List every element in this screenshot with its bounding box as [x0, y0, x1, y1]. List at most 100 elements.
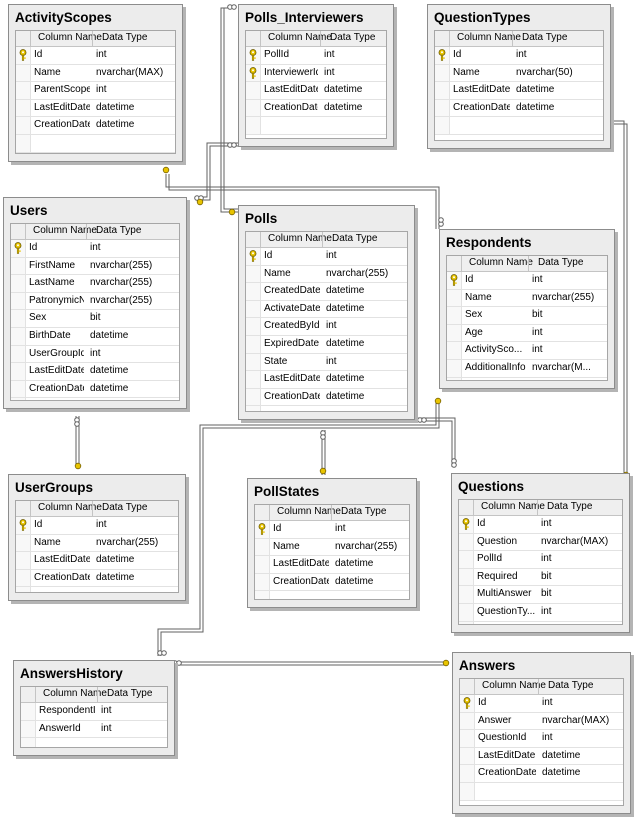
row-selector[interactable] — [16, 534, 31, 552]
row-selector[interactable] — [11, 327, 26, 345]
row-selector[interactable] — [255, 538, 270, 556]
row-selector[interactable] — [255, 573, 270, 591]
row-selector[interactable] — [16, 82, 31, 99]
row-selector[interactable] — [246, 371, 261, 388]
row-selector[interactable] — [16, 64, 31, 82]
row-selector[interactable] — [21, 738, 36, 747]
empty-row[interactable] — [459, 621, 622, 624]
row-selector[interactable] — [246, 82, 261, 99]
row-selector[interactable] — [255, 591, 270, 599]
row-selector[interactable] — [11, 345, 26, 363]
row-selector[interactable] — [435, 47, 450, 64]
empty-row[interactable] — [460, 782, 623, 801]
empty-row[interactable] — [21, 738, 167, 747]
row-selector[interactable] — [255, 556, 270, 573]
row-selector[interactable] — [459, 586, 474, 603]
row-selector[interactable] — [246, 64, 261, 82]
row-selector[interactable] — [459, 533, 474, 551]
row-selector[interactable] — [460, 765, 475, 782]
row-selector[interactable] — [16, 587, 31, 592]
row-selector[interactable] — [459, 621, 474, 624]
row-selector[interactable] — [447, 324, 462, 342]
row-selector[interactable] — [246, 318, 261, 335]
row-selector[interactable] — [11, 240, 26, 257]
row-selector[interactable] — [255, 521, 270, 538]
row-selector[interactable] — [11, 257, 26, 275]
row-selector[interactable] — [11, 275, 26, 292]
row-selector[interactable] — [16, 47, 31, 64]
row-selector[interactable] — [447, 377, 462, 380]
row-selector[interactable] — [246, 300, 261, 318]
row-selector[interactable] — [246, 335, 261, 353]
row-selector[interactable] — [460, 712, 475, 730]
row-selector[interactable] — [435, 117, 450, 134]
table-row[interactable]: ActivitySco...int — [447, 342, 607, 360]
row-selector[interactable] — [459, 568, 474, 586]
row-selector[interactable] — [246, 406, 261, 411]
row-selector[interactable] — [447, 359, 462, 377]
row-selector[interactable] — [16, 517, 31, 534]
row-selector[interactable] — [11, 398, 26, 400]
row-selector[interactable] — [459, 603, 474, 621]
row-selector[interactable] — [246, 353, 261, 371]
row-selector[interactable] — [447, 289, 462, 307]
row-selector[interactable] — [460, 695, 475, 712]
row-selector[interactable] — [246, 99, 261, 117]
row-selector[interactable] — [11, 380, 26, 398]
row-selector[interactable] — [16, 552, 31, 569]
row-selector[interactable] — [11, 292, 26, 310]
row-selector[interactable] — [459, 551, 474, 568]
row-selector[interactable] — [16, 117, 31, 134]
empty-row[interactable] — [11, 398, 179, 400]
table-row[interactable]: QuestionTy...int — [459, 603, 622, 622]
row-selector[interactable] — [246, 265, 261, 283]
